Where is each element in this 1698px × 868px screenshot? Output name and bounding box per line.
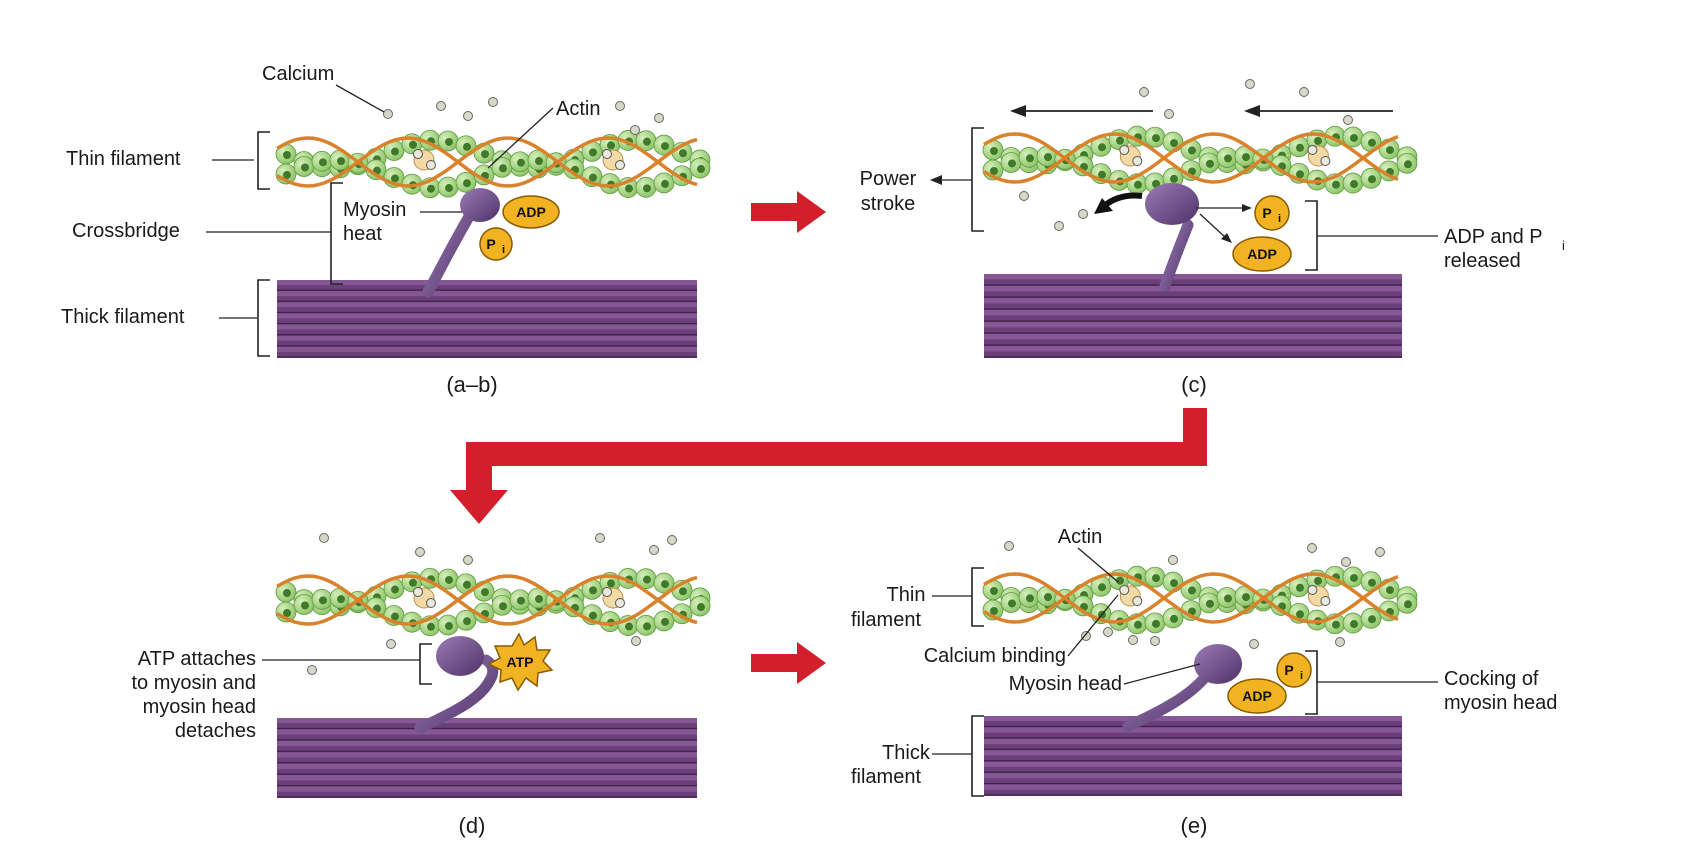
label-thin-e-1: Thin bbox=[887, 584, 926, 606]
pi-sub-e: i bbox=[1300, 670, 1303, 682]
adp-molecule-e: ADP bbox=[1227, 678, 1287, 714]
bracket-released bbox=[1305, 200, 1318, 271]
label-power-stroke-2: stroke bbox=[861, 193, 915, 215]
flow-arrow-ab-to-c bbox=[751, 191, 826, 233]
adp-molecule-ab: ADP bbox=[502, 195, 560, 229]
label-released-sub: i bbox=[1562, 238, 1565, 253]
pi-sub-c: i bbox=[1278, 213, 1281, 225]
caption-c: (c) bbox=[1181, 372, 1207, 397]
thick-filament-c bbox=[984, 274, 1402, 358]
panel-c: P i ADP Power stroke ADP and P i release… bbox=[860, 79, 1565, 397]
label-myosin-head: Myosin head bbox=[1009, 673, 1122, 695]
motion-arrow-right-c bbox=[1244, 105, 1393, 117]
leader-calcium bbox=[335, 84, 385, 113]
atp-label: ATP bbox=[507, 654, 534, 670]
label-calcium: Calcium bbox=[262, 63, 334, 85]
bracket-thin-e bbox=[971, 567, 984, 627]
flow-arrow-c-to-d bbox=[450, 408, 1207, 524]
label-atp-1: ATP attaches bbox=[138, 648, 256, 670]
label-released-2: released bbox=[1444, 250, 1521, 272]
calcium-ions-c bbox=[1019, 79, 1353, 231]
caption-d: (d) bbox=[459, 813, 486, 838]
label-myosin-heat-1: Myosin bbox=[343, 199, 406, 221]
pi-molecule-ab: P i bbox=[479, 227, 513, 261]
label-thin-filament-ab: Thin filament bbox=[66, 148, 181, 170]
thick-filament-d bbox=[277, 718, 697, 798]
label-atp-3: myosin head bbox=[143, 696, 256, 718]
thin-filament-e bbox=[982, 565, 1418, 635]
caption-ab: (a–b) bbox=[446, 372, 497, 397]
adp-label-e: ADP bbox=[1242, 688, 1272, 704]
bracket-atp bbox=[419, 643, 432, 685]
arrowhead-power-stroke bbox=[930, 175, 942, 185]
label-atp-4: detaches bbox=[175, 720, 256, 742]
thin-filament-d bbox=[275, 567, 711, 637]
pi-label-c: P bbox=[1262, 205, 1271, 221]
bracket-thick-ab bbox=[257, 279, 270, 357]
leader-myosin-head bbox=[1123, 663, 1201, 685]
label-released-1: ADP and P bbox=[1444, 226, 1543, 248]
myosin-d bbox=[414, 636, 499, 734]
label-cocking-2: myosin head bbox=[1444, 692, 1557, 714]
pi-molecule-e: P i bbox=[1276, 652, 1312, 688]
label-atp-2: to myosin and bbox=[131, 672, 256, 694]
caption-e: (e) bbox=[1181, 813, 1208, 838]
flow-arrow-d-to-e bbox=[751, 642, 826, 684]
motion-arrow-left-c bbox=[1010, 105, 1153, 117]
myosin-c bbox=[1145, 183, 1199, 292]
label-actin-e: Actin bbox=[1058, 526, 1102, 548]
label-myosin-heat-2: heat bbox=[343, 223, 382, 245]
label-power-stroke-1: Power bbox=[860, 168, 917, 190]
leader-calcium-binding bbox=[1067, 594, 1119, 657]
leader-actin-ab bbox=[487, 107, 554, 169]
myosin-ab bbox=[422, 188, 500, 298]
atp-molecule-d: ATP bbox=[487, 632, 554, 692]
adp-label-c: ADP bbox=[1247, 246, 1277, 262]
label-thick-e-2: filament bbox=[851, 766, 921, 788]
pi-sub: i bbox=[502, 244, 505, 256]
label-calcium-binding: Calcium binding bbox=[924, 645, 1066, 667]
bracket-thick-e bbox=[971, 715, 984, 797]
pi-label: P bbox=[486, 236, 495, 252]
bracket-crossbridge bbox=[330, 182, 343, 285]
bracket-power-stroke bbox=[971, 127, 984, 232]
power-stroke-arrow bbox=[1094, 192, 1143, 214]
thin-filament-ab bbox=[275, 129, 711, 199]
calcium-ions-ab bbox=[383, 97, 664, 135]
adp-molecule-c: ADP bbox=[1199, 213, 1292, 272]
panel-d: ATP ATP attaches to myosin and myosin he… bbox=[131, 533, 711, 838]
label-thick-filament-ab: Thick filament bbox=[61, 306, 185, 328]
thin-filament-c bbox=[982, 125, 1418, 195]
pi-molecule-c: P i bbox=[1196, 195, 1290, 231]
pi-label-e: P bbox=[1284, 662, 1293, 678]
label-cocking-1: Cocking of bbox=[1444, 668, 1539, 690]
calcium-ions-d bbox=[307, 533, 677, 675]
myosin-e bbox=[1122, 644, 1242, 732]
leader-actin-e bbox=[1077, 547, 1119, 583]
thick-filament-ab bbox=[277, 280, 697, 358]
panel-e: P i ADP Actin Thin filament Calcium bind… bbox=[851, 526, 1557, 838]
panel-ab: ADP P i Calcium Actin Thin filament Cros… bbox=[61, 63, 711, 397]
thick-filament-e bbox=[984, 716, 1402, 796]
label-thin-e-2: filament bbox=[851, 609, 921, 631]
label-thick-e-1: Thick bbox=[882, 742, 931, 764]
label-actin-ab: Actin bbox=[556, 98, 600, 120]
calcium-ions-e bbox=[1004, 541, 1385, 649]
label-crossbridge: Crossbridge bbox=[72, 220, 180, 242]
adp-label: ADP bbox=[516, 204, 546, 220]
bracket-thin-ab bbox=[257, 131, 270, 190]
